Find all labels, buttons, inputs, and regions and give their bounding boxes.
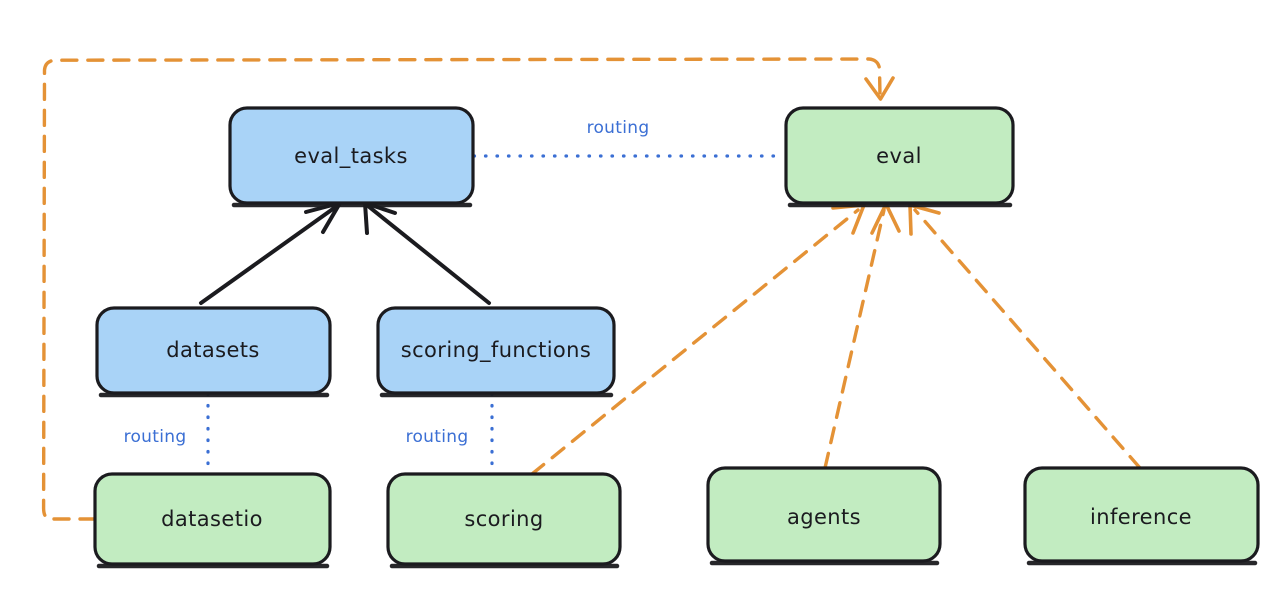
node-datasetio[interactable]: datasetio: [93, 472, 332, 569]
node-scoring-label: scoring: [464, 507, 543, 531]
edge-inference-eval: [908, 203, 1142, 470]
node-datasets[interactable]: datasets: [95, 306, 332, 398]
node-datasetio-label: datasetio: [161, 507, 263, 531]
node-scoring_functions-shape: [376, 306, 616, 395]
node-eval-shape: [784, 106, 1015, 205]
node-eval_tasks-shape: [228, 106, 475, 205]
node-inference[interactable]: inference: [1023, 466, 1260, 566]
edge-group-dependency: [41, 57, 1142, 521]
node-group: eval_tasks eval datasets scoring_functio…: [93, 106, 1260, 569]
edge-datasetio-eval: [41, 57, 895, 521]
edge-datasets-eval_tasks: [199, 201, 342, 305]
node-inference-label: inference: [1090, 505, 1192, 529]
edge-label-routing-scoring: routing: [406, 427, 469, 447]
node-datasetio-shape: [93, 472, 332, 566]
edge-group-solid: [199, 201, 491, 305]
node-scoring-shape: [386, 472, 622, 566]
edge-group-routing: [206, 154, 786, 474]
edge-label-routing-datasetio: routing: [124, 427, 187, 447]
node-eval_tasks[interactable]: eval_tasks: [228, 106, 475, 208]
edge-label-routing-eval: routing: [587, 118, 650, 138]
node-eval-label: eval: [876, 144, 922, 168]
node-scoring[interactable]: scoring: [386, 472, 622, 569]
node-agents[interactable]: agents: [706, 466, 942, 566]
node-scoring_functions[interactable]: scoring_functions: [376, 306, 616, 398]
edge-agents-eval: [823, 202, 901, 470]
node-inference-shape: [1023, 466, 1260, 563]
node-agents-label: agents: [787, 505, 861, 529]
node-datasets-label: datasets: [166, 338, 260, 362]
edge-scoring_functions-eval_tasks: [363, 201, 491, 305]
node-eval_tasks-label: eval_tasks: [294, 144, 408, 169]
node-datasets-shape: [95, 306, 332, 395]
edge-label-group: routing routing routing: [124, 118, 650, 447]
node-agents-shape: [706, 466, 942, 563]
node-eval[interactable]: eval: [784, 106, 1015, 208]
node-scoring_functions-label: scoring_functions: [401, 338, 591, 363]
